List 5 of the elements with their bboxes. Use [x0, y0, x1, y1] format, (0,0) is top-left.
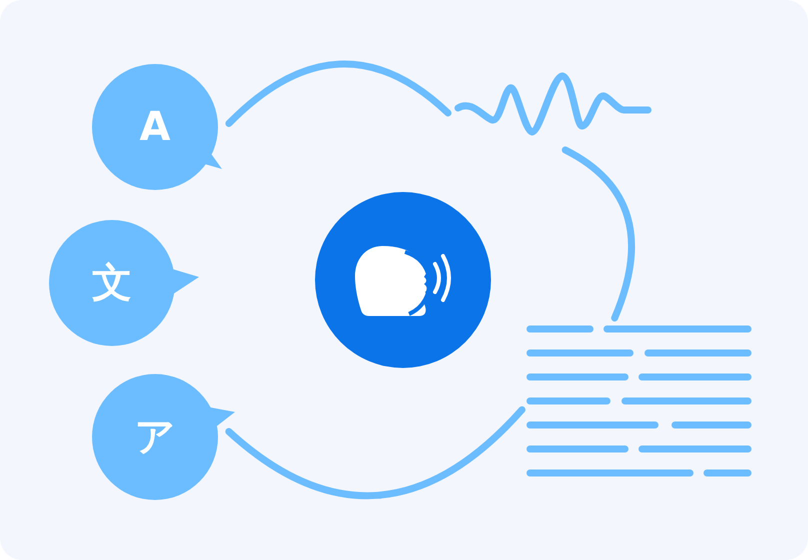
bubble-letter: 文 — [92, 263, 132, 303]
connector-arc — [562, 146, 636, 322]
bubble-letter: ア — [134, 417, 176, 457]
connector-arc — [225, 60, 452, 127]
bubble-letter: A — [140, 107, 170, 147]
